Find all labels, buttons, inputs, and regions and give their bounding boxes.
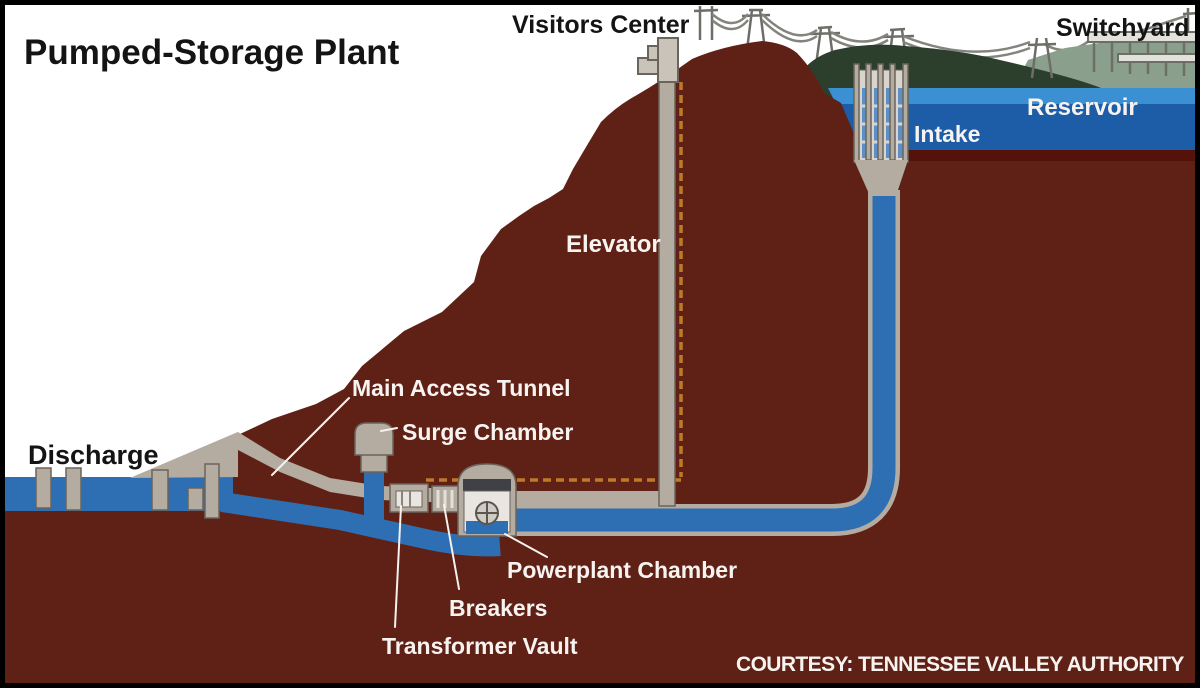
label-discharge: Discharge bbox=[28, 440, 159, 470]
intake-tower bbox=[853, 63, 909, 196]
discharge-piers bbox=[35, 463, 220, 519]
switchyard-gantry-icon bbox=[1087, 31, 1200, 76]
surge-shaft-water bbox=[364, 468, 384, 532]
label-reservoir: Reservoir bbox=[1027, 94, 1138, 121]
elevator-shaft bbox=[658, 63, 676, 507]
label-main-access-tunnel: Main Access Tunnel bbox=[352, 375, 571, 401]
intake-funnel bbox=[854, 160, 908, 196]
transformer-vault-structure bbox=[389, 483, 429, 513]
label-intake: Intake bbox=[914, 121, 980, 147]
turbine-icon bbox=[475, 501, 499, 525]
main-access-tunnel-structure bbox=[130, 432, 674, 506]
reservoir-deep-water bbox=[836, 104, 1200, 150]
label-elevator: Elevator bbox=[566, 231, 661, 258]
tailrace-tunnel bbox=[220, 492, 501, 557]
draft-tube-water bbox=[466, 521, 508, 534]
label-powerplant-chamber: Powerplant Chamber bbox=[507, 557, 737, 583]
penstock-pipe bbox=[504, 188, 896, 532]
powerplant-chamber-structure bbox=[457, 463, 517, 537]
credit-line: COURTESY: TENNESSEE VALLEY AUTHORITY bbox=[736, 653, 1184, 676]
hill-tower-icon bbox=[1027, 37, 1057, 79]
reservoir-surface-water bbox=[828, 88, 1200, 104]
label-transformer-vault: Transformer Vault bbox=[382, 633, 578, 659]
label-breakers: Breakers bbox=[449, 595, 547, 621]
label-switchyard: Switchyard bbox=[1056, 14, 1189, 42]
label-surge-chamber: Surge Chamber bbox=[402, 419, 573, 445]
label-leader-lines bbox=[271, 397, 548, 628]
label-visitors-center: Visitors Center bbox=[512, 11, 690, 39]
visitors-center-building bbox=[637, 37, 679, 83]
page-title: Pumped-Storage Plant bbox=[24, 33, 400, 72]
bedrock-strip bbox=[856, 150, 1200, 161]
